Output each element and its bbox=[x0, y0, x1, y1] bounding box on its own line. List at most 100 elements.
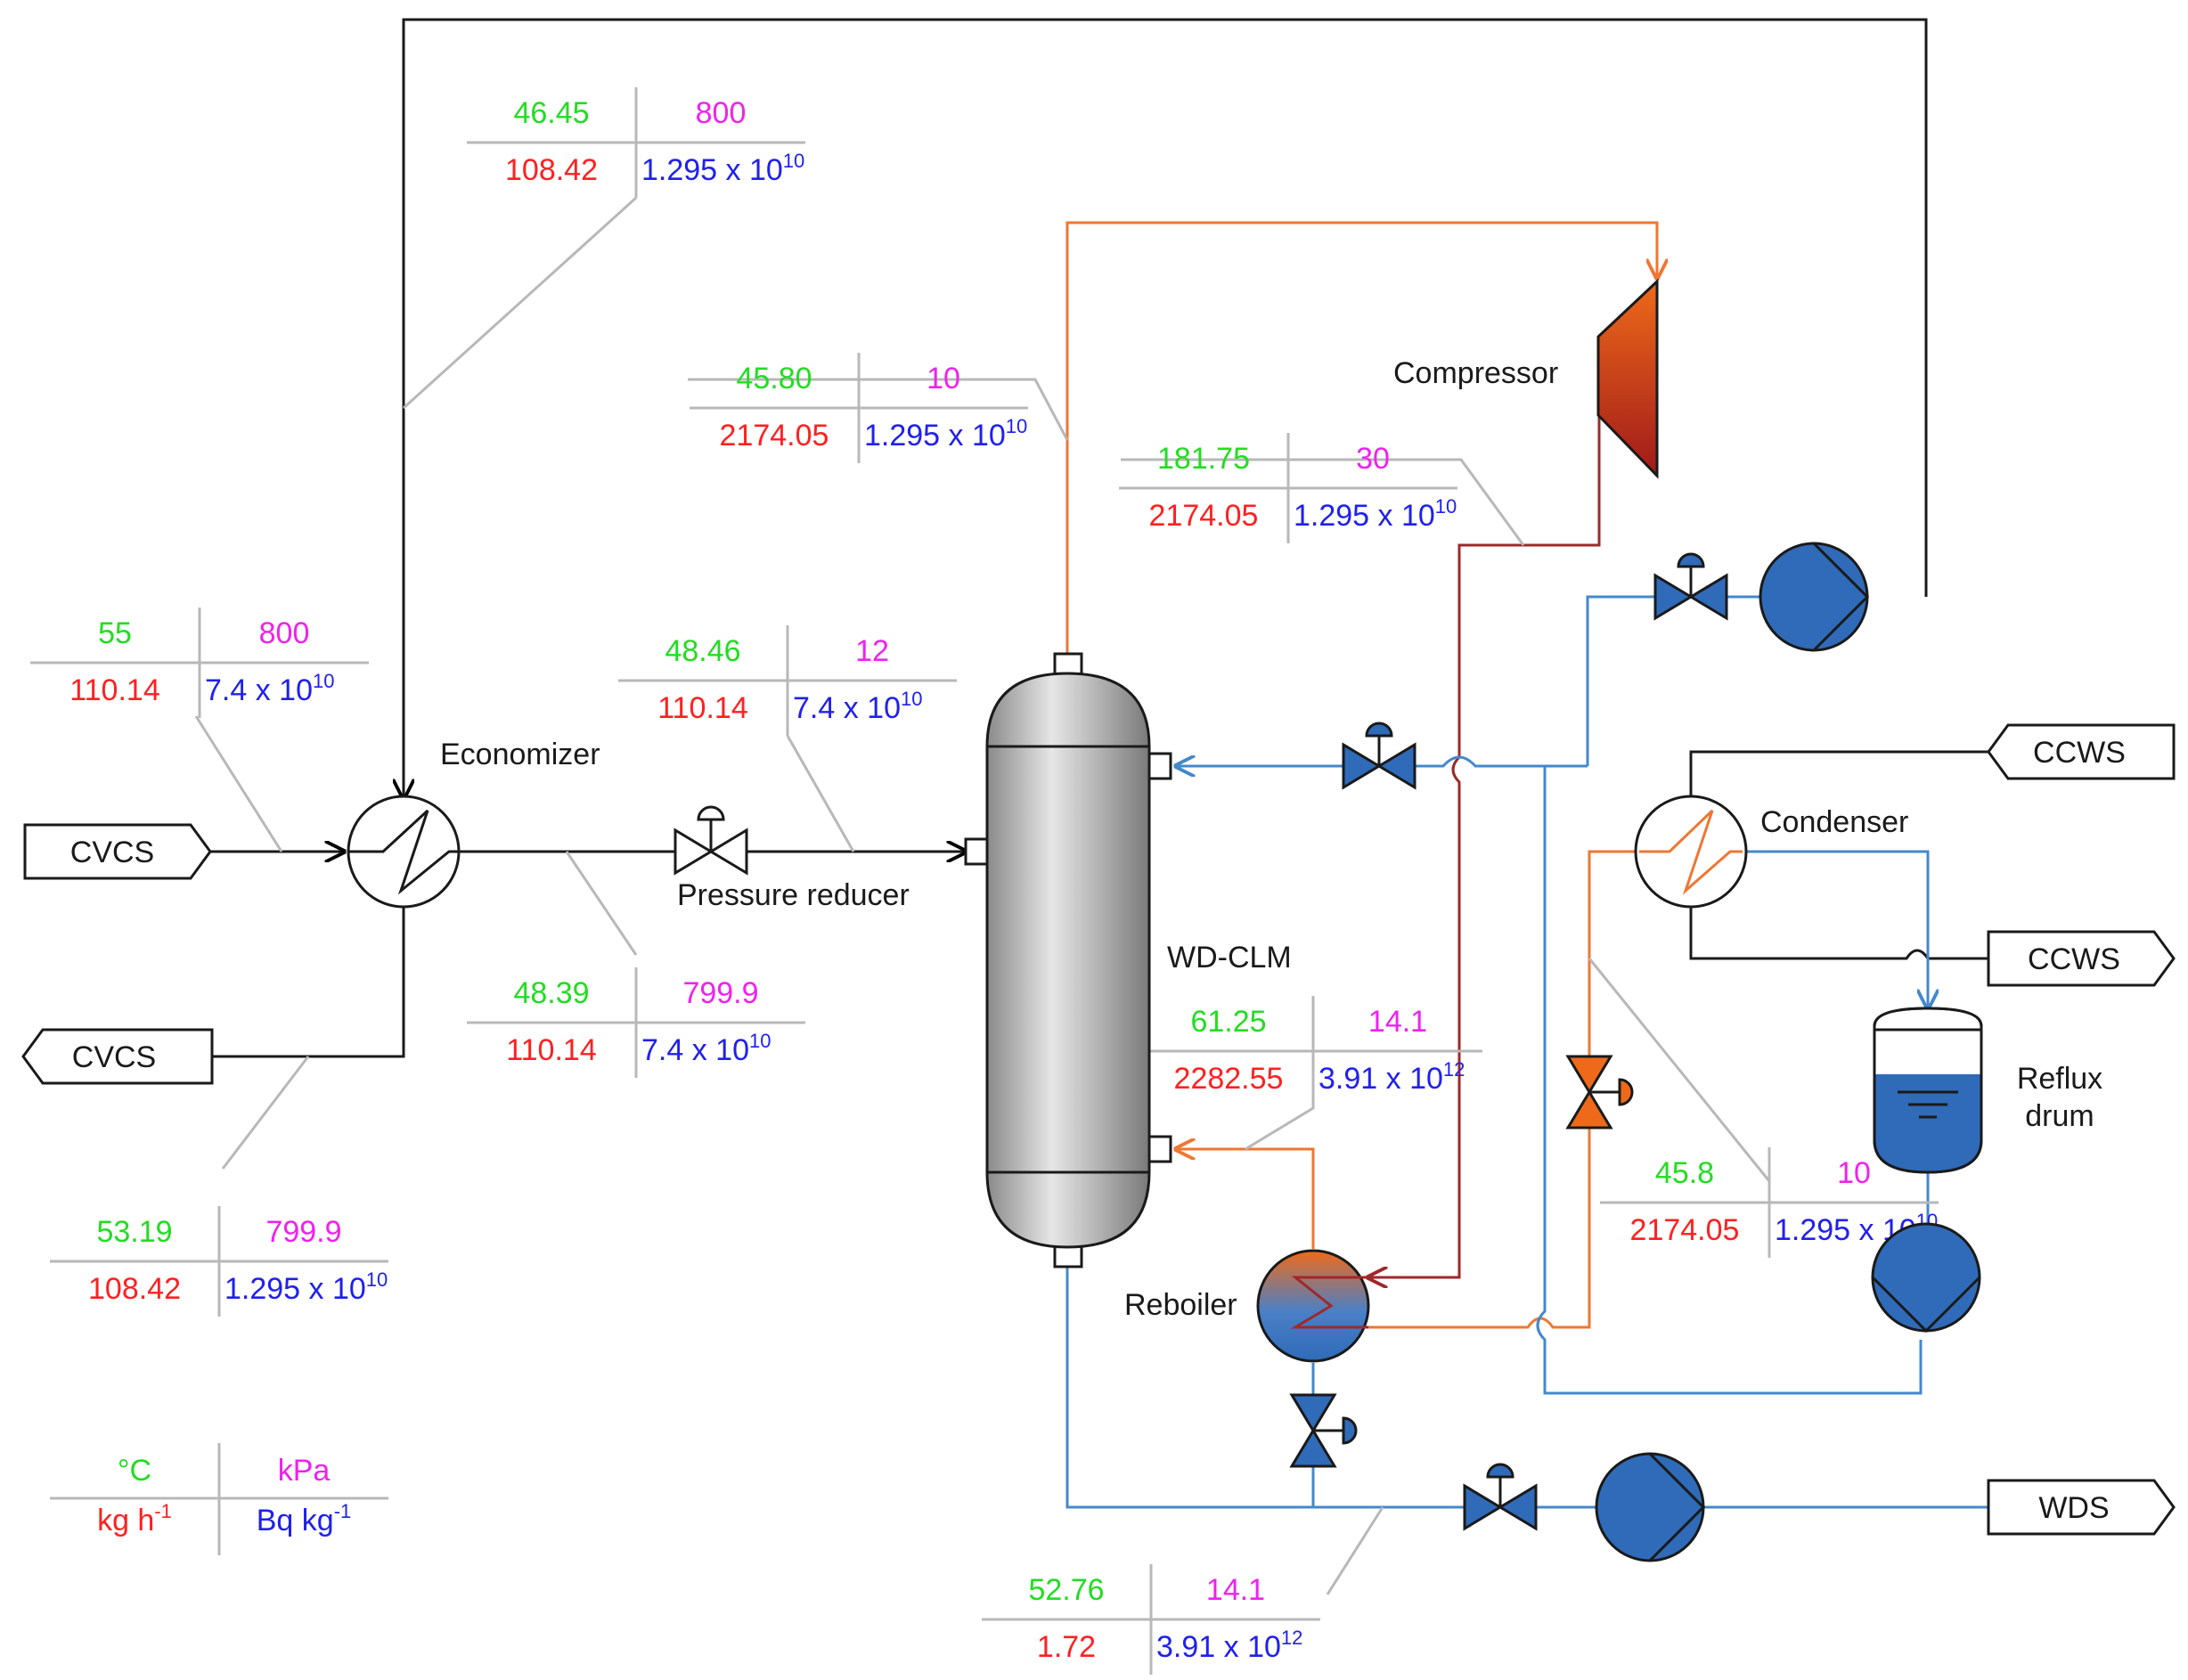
stream-flow: 2174.05 bbox=[1149, 499, 1259, 533]
stream-temperature: 46.45 bbox=[513, 96, 589, 130]
stream-temperature: 48.39 bbox=[513, 976, 589, 1010]
stream-activity: 7.4 x 1010 bbox=[641, 1030, 771, 1067]
reflux-drum-label-line1: Reflux bbox=[2017, 1062, 2102, 1096]
stream-activity: 7.4 x 1010 bbox=[205, 670, 334, 707]
stream-flow: 110.14 bbox=[69, 673, 159, 707]
stream-activity: 3.91 x 1012 bbox=[1319, 1058, 1465, 1096]
compressor[interactable] bbox=[1596, 278, 1659, 479]
stream-flow: 108.42 bbox=[505, 153, 598, 187]
terminal-ccws-return[interactable]: CCWS bbox=[1987, 930, 2176, 987]
reboiler-feed-valve[interactable] bbox=[1289, 1393, 1358, 1468]
terminal-wds[interactable]: WDS bbox=[1987, 1479, 2176, 1536]
terminal-cvcs-outlet[interactable]: CVCS bbox=[21, 1028, 214, 1085]
stream-table-s10: 52.76 14.1 1.72 3.91 x 1012 bbox=[982, 1564, 1320, 1675]
bottoms-valve[interactable] bbox=[1463, 1463, 1538, 1531]
condensate-valve[interactable] bbox=[1565, 1055, 1634, 1130]
legend-activity-unit: Bq kg-1 bbox=[257, 1500, 352, 1537]
stream-table-s5: 48.46 12 110.14 7.4 x 1010 bbox=[618, 625, 957, 736]
reflux-drum[interactable] bbox=[1873, 1007, 1983, 1174]
stream-pressure: 30 bbox=[1356, 442, 1390, 476]
terminal-ccws-supply[interactable]: CCWS bbox=[1987, 723, 2176, 780]
stream-activity: 1.295 x 1010 bbox=[864, 415, 1027, 453]
svg-text:CCWS: CCWS bbox=[2028, 942, 2120, 976]
stream-activity: 3.91 x 1012 bbox=[1156, 1627, 1302, 1664]
stream-temperature: 61.25 bbox=[1190, 1005, 1266, 1039]
economizer-label: Economizer bbox=[440, 738, 600, 771]
stream-table-s7: 61.25 14.1 2282.55 3.91 x 1012 bbox=[1144, 996, 1482, 1106]
legend-flow-unit: kg h-1 bbox=[97, 1500, 172, 1537]
process-lines bbox=[210, 18, 1988, 1509]
top-loop-line bbox=[404, 18, 1928, 798]
stream-flow: 1.72 bbox=[1037, 1630, 1096, 1664]
stream-table-s4: 55 800 110.14 7.4 x 1010 bbox=[30, 608, 369, 718]
svg-text:CVCS: CVCS bbox=[70, 836, 154, 869]
terminal-cvcs-inlet[interactable]: CVCS bbox=[23, 823, 212, 880]
stream-activity: 1.295 x 1010 bbox=[1294, 495, 1457, 533]
pressure-reducer-valve[interactable] bbox=[674, 805, 748, 876]
stream-flow: 110.14 bbox=[657, 691, 747, 725]
stream-flow: 2174.05 bbox=[1630, 1213, 1740, 1247]
stream-activity: 7.4 x 1010 bbox=[793, 688, 922, 725]
stream-temperature: 48.46 bbox=[665, 634, 740, 668]
stream-pressure: 14.1 bbox=[1206, 1573, 1265, 1607]
condenser-exchanger[interactable] bbox=[1634, 795, 1748, 909]
stream-pressure: 799.9 bbox=[265, 1215, 341, 1249]
wdclm-column[interactable] bbox=[964, 652, 1172, 1268]
stream-temperature: 45.8 bbox=[1655, 1156, 1714, 1190]
condenser-label: Condenser bbox=[1760, 805, 1908, 839]
bottoms-pump[interactable] bbox=[1595, 1452, 1706, 1562]
compressed-vapor-line bbox=[1368, 403, 1601, 1277]
cvcs-outlet-line bbox=[212, 905, 405, 1058]
recycle-valve[interactable] bbox=[1653, 552, 1728, 621]
stream-table-s6: 48.39 799.9 110.14 7.4 x 1010 bbox=[467, 967, 805, 1078]
economizer-exchanger[interactable] bbox=[347, 795, 461, 909]
reflux-branch-line bbox=[1586, 595, 1760, 766]
leader-lines bbox=[194, 196, 1771, 1595]
stream-pressure: 10 bbox=[1837, 1156, 1871, 1190]
compressor-label: Compressor bbox=[1393, 356, 1558, 390]
stream-flow: 2282.55 bbox=[1174, 1062, 1284, 1096]
stream-flow: 2174.05 bbox=[720, 419, 829, 453]
stream-table-s1: 46.45 800 108.42 1.295 x 1010 bbox=[467, 87, 805, 198]
stream-pressure: 800 bbox=[259, 616, 310, 650]
stream-temperature: 181.75 bbox=[1157, 442, 1250, 476]
legend-temperature-unit: °C bbox=[118, 1454, 151, 1488]
ccws-supply-line bbox=[1689, 750, 1988, 798]
reboiler-label: Reboiler bbox=[1124, 1288, 1237, 1322]
reboiler-vapor-line bbox=[1176, 1149, 1315, 1249]
condenser-outlet-line bbox=[1743, 850, 1928, 1008]
svg-text:CCWS: CCWS bbox=[2033, 736, 2126, 770]
wdclm-label: WD-CLM bbox=[1167, 941, 1292, 975]
stream-table-s8: 53.19 799.9 108.42 1.295 x 1010 bbox=[50, 1206, 388, 1317]
stream-temperature: 52.76 bbox=[1028, 1573, 1104, 1607]
units-legend: °C kPa kg h-1 Bq kg-1 bbox=[50, 1443, 388, 1555]
recycle-pump[interactable] bbox=[1759, 542, 1870, 652]
stream-pressure: 14.1 bbox=[1368, 1005, 1427, 1039]
svg-text:CVCS: CVCS bbox=[72, 1040, 156, 1074]
stream-temperature: 53.19 bbox=[96, 1215, 172, 1249]
reflux-pump[interactable] bbox=[1871, 1222, 1981, 1333]
stream-flow: 108.42 bbox=[88, 1272, 181, 1306]
stream-temperature: 55 bbox=[98, 616, 132, 650]
reboiler-exchanger[interactable] bbox=[1256, 1249, 1370, 1363]
stream-activity: 1.295 x 1010 bbox=[225, 1268, 388, 1306]
reflux-loop-line bbox=[1536, 766, 1923, 1395]
stream-pressure: 10 bbox=[927, 362, 960, 396]
reflux-line bbox=[1176, 757, 1588, 766]
stream-pressure: 12 bbox=[855, 634, 889, 668]
stream-activity: 1.295 x 1010 bbox=[641, 150, 804, 187]
condensate-line bbox=[1363, 850, 1639, 1329]
reflux-drum-label-line2: drum bbox=[2025, 1099, 2094, 1133]
pressure-reducer-label: Pressure reducer bbox=[677, 878, 910, 912]
stream-pressure: 799.9 bbox=[682, 976, 758, 1010]
svg-text:WDS: WDS bbox=[2038, 1491, 2109, 1525]
legend-pressure-unit: kPa bbox=[278, 1454, 331, 1488]
stream-table-s3: 181.75 30 2174.05 1.295 x 1010 bbox=[1119, 433, 1457, 543]
overhead-vapor-line bbox=[1065, 221, 1657, 654]
reflux-valve[interactable] bbox=[1342, 722, 1416, 790]
stream-flow: 110.14 bbox=[506, 1033, 596, 1067]
ccws-return-line bbox=[1689, 905, 1988, 960]
stream-pressure: 800 bbox=[696, 96, 747, 130]
